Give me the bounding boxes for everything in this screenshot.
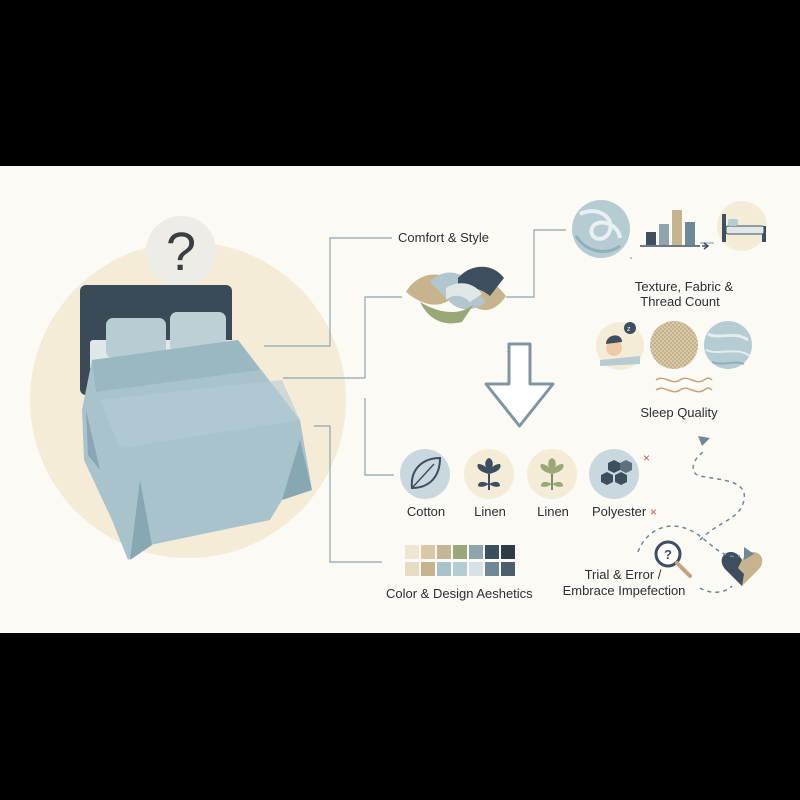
bed-side-icon — [717, 201, 767, 251]
label-texture-line1: Texture, Fabric & — [634, 279, 734, 294]
woven-fabric-icon — [406, 266, 506, 324]
bar-chart-icon — [640, 210, 710, 250]
label-color-design: Color & Design Aeshetics — [386, 586, 533, 601]
wavy-lines-icon — [655, 377, 713, 393]
connector-lines — [264, 229, 714, 563]
magnifier-question-icon: ? — [654, 540, 692, 578]
svg-text:z: z — [627, 326, 631, 333]
leaf-icon — [400, 449, 450, 499]
flower-icon-2 — [527, 449, 577, 499]
hexagon-cluster-icon — [589, 449, 639, 499]
label-texture-line2: Thread Count — [640, 294, 720, 309]
dashed-trial-path — [637, 449, 745, 593]
weave-texture-icon — [650, 321, 698, 369]
polyester-reject-mark: × — [643, 451, 650, 465]
label-cotton: Cotton — [406, 504, 446, 519]
svg-text:?: ? — [664, 547, 672, 562]
label-comfort-style: Comfort & Style — [398, 230, 490, 245]
svg-text:?: ? — [166, 222, 196, 282]
fabric-swirl-icon — [572, 200, 630, 258]
label-polyester-text: Polyester — [592, 504, 647, 519]
path-arrowhead-right — [744, 547, 754, 560]
sleeping-person-icon: z — [596, 322, 644, 370]
bed-icon — [80, 285, 312, 560]
color-swatch-grid-icon — [405, 545, 515, 576]
flower-icon — [464, 449, 514, 499]
broken-heart-icon — [721, 552, 763, 586]
down-arrow-icon — [484, 342, 555, 428]
label-polyester: Polyester × — [592, 504, 657, 519]
label-trial-line2: Embrace Impefection — [562, 583, 686, 598]
silk-texture-icon — [704, 321, 752, 369]
label-trial-line1: Trial & Error / — [584, 567, 662, 582]
polyester-x-mark: × — [649, 505, 657, 519]
question-mark-icon: ? — [146, 216, 216, 286]
label-linen-1: Linen — [474, 504, 506, 519]
label-sleep-quality: Sleep Quality — [640, 405, 718, 420]
path-arrowhead-top — [698, 436, 710, 446]
label-linen-2: Linen — [537, 504, 569, 519]
